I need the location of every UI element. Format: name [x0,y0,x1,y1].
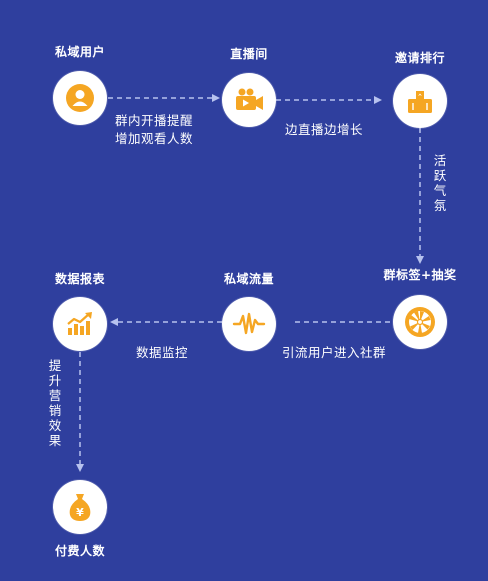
edge-label-users-to-live: 群内开播提醒 增加观看人数 [115,112,193,148]
edge-label-line-1: 群内开播提醒 [115,113,194,128]
node-title-invite-rank: 邀请排行 [394,51,446,65]
vchar: 销 [48,403,62,418]
vchar: 提 [48,358,62,373]
node-title-paying-users: 付费人数 [54,544,106,558]
podium-icon [408,91,432,113]
money-bag-icon: ¥ [69,494,91,521]
prize-wheel-icon [405,307,435,337]
edge-label-invite-to-tag: 活 跃 气 氛 [433,153,447,213]
node-paying-users: ¥ [53,480,107,534]
edge-label-live-to-invite: 边直播边增长 [285,122,364,137]
node-private-traffic [222,297,276,351]
vchar: 营 [48,388,62,403]
vchar: 跃 [433,168,447,183]
node-invite-rank [393,74,447,128]
svg-text:¥: ¥ [76,506,84,519]
vchar: 活 [433,153,447,168]
node-title-private-traffic: 私域流量 [223,272,275,286]
node-group-tag [393,295,447,349]
edge-label-traffic-to-report: 数据监控 [136,345,189,360]
vchar: 升 [48,373,62,388]
edge-label-line-2: 增加观看人数 [115,131,194,146]
video-camera-icon [236,88,263,110]
node-title-live-room: 直播间 [230,47,268,61]
node-live-room [222,73,276,127]
vchar: 效 [48,418,62,433]
node-title-data-report: 数据报表 [54,272,106,286]
node-title-private-users: 私域用户 [54,45,106,59]
vchar: 氛 [433,198,447,213]
edge-label-tag-to-traffic: 引流用户进入社群 [282,345,387,360]
trend-chart-icon [67,312,92,335]
vchar: 果 [48,433,62,448]
node-title-group-tag: 群标签+抽奖 [383,268,457,282]
user-icon [66,84,94,112]
node-data-report [53,297,107,351]
waveform-icon [232,312,266,335]
edge-label-report-to-paying: 提 升 营 销 效 果 [48,358,62,448]
node-private-users [53,71,107,125]
vchar: 气 [433,183,447,198]
